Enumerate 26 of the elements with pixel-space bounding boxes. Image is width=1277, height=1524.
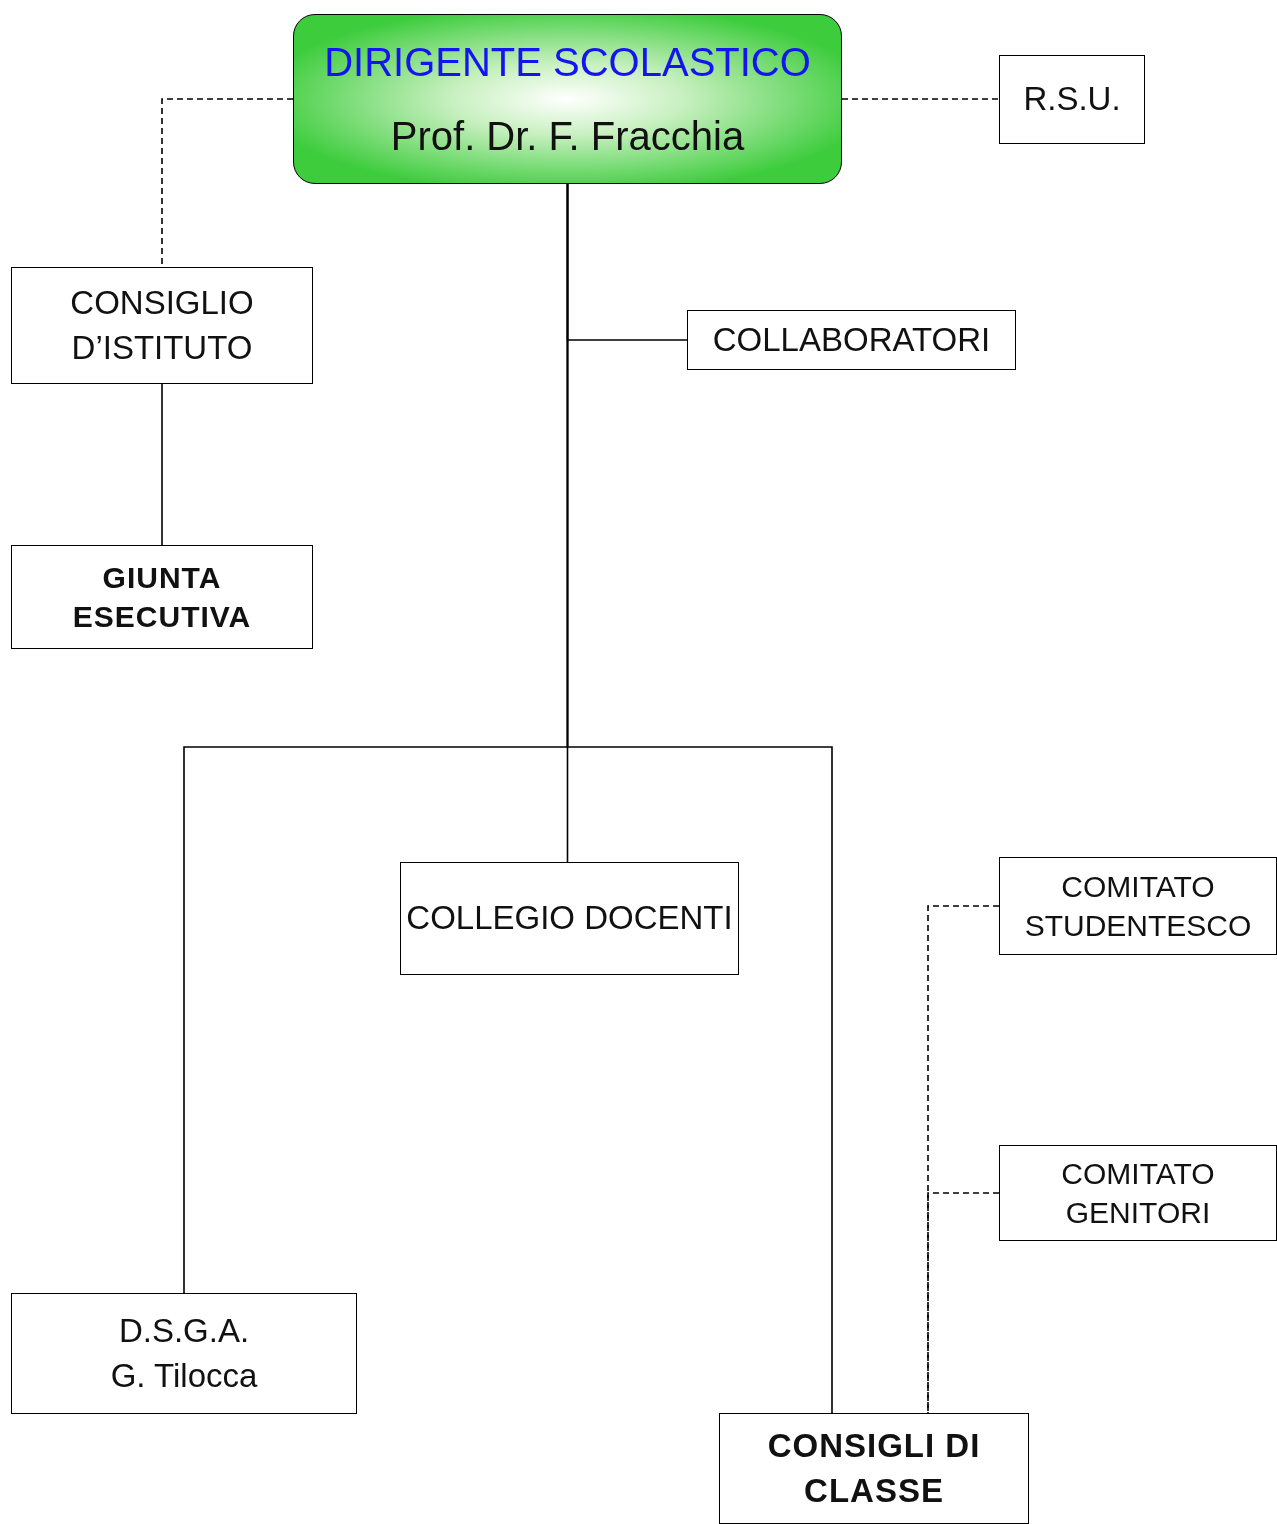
box-label: CONSIGLI DI CLASSE bbox=[766, 1425, 982, 1511]
box-label: COLLEGIO DOCENTI bbox=[406, 898, 733, 939]
org-box bbox=[11, 545, 313, 649]
box-label: COMITATO GENITORI bbox=[1060, 1156, 1216, 1231]
box-label: COMITATO STUDENTESCO bbox=[1023, 869, 1253, 944]
org-box bbox=[999, 857, 1277, 955]
box-label: GIUNTA ESECUTIVA bbox=[71, 560, 253, 635]
connector-line bbox=[566, 183, 833, 1414]
header-box bbox=[293, 14, 842, 184]
dashed-connector bbox=[927, 905, 1000, 1414]
org-box bbox=[687, 310, 1016, 370]
org-box bbox=[999, 1145, 1277, 1241]
org-box bbox=[11, 1293, 357, 1414]
box-label: G. Tilocca bbox=[110, 1355, 258, 1396]
role-title: DIRIGENTE SCOLASTICO bbox=[324, 39, 811, 86]
person-name: Prof. Dr. F. Fracchia bbox=[390, 113, 745, 160]
box-label: D.S.G.A. bbox=[118, 1310, 250, 1351]
connector-line bbox=[161, 383, 163, 546]
org-box bbox=[719, 1413, 1029, 1524]
org-box bbox=[11, 267, 313, 384]
org-box bbox=[400, 862, 739, 975]
box-label: R.S.U. bbox=[1023, 79, 1121, 120]
box-label: COLLABORATORI bbox=[712, 319, 991, 360]
dashed-connector bbox=[841, 98, 1000, 100]
box-label: CONSIGLIO D’ISTITUTO bbox=[69, 282, 255, 368]
org-box bbox=[999, 55, 1145, 144]
